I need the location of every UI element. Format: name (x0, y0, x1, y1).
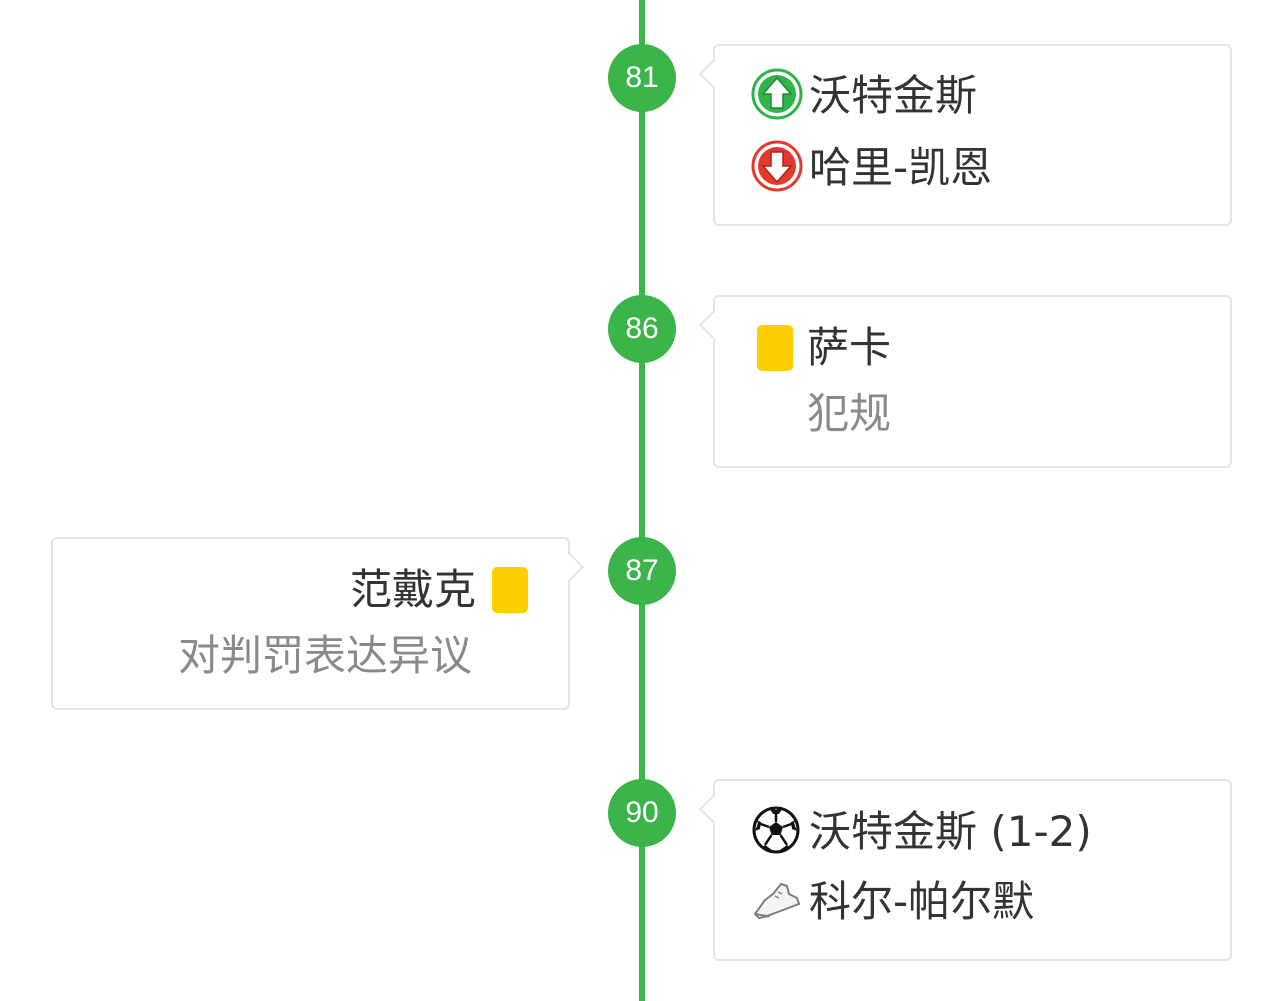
sub-out-row: 哈里-凯恩 (751, 140, 992, 196)
sub-in-player: 沃特金斯 (809, 71, 978, 120)
booked-player: 萨卡 (807, 323, 892, 372)
minute-badge-90: 90 (608, 779, 676, 847)
foul-reason: 对判罚表达异议 (177, 631, 472, 680)
sub-out-player: 哈里-凯恩 (809, 143, 993, 192)
foul-reason-row: 犯规 (807, 389, 891, 439)
soccer-ball-icon (751, 805, 801, 859)
sub-out-arrow-icon (751, 140, 803, 196)
timeline-line (639, 0, 645, 1001)
yellow-card-row: 范戴克 (350, 565, 528, 615)
minute-badge-81: 81 (608, 44, 676, 112)
minute-badge-87: 87 (608, 537, 676, 605)
goal-scorer: 沃特金斯 (1-2) (809, 807, 1092, 856)
minute-badge-86: 86 (608, 295, 676, 363)
booked-player: 范戴克 (349, 565, 476, 614)
sub-in-row: 沃特金斯 (751, 68, 977, 124)
yellow-card-icon (757, 325, 793, 371)
sub-in-arrow-icon (751, 68, 803, 124)
assist-row: 科尔-帕尔默 (751, 877, 1034, 927)
foul-reason: 犯规 (807, 389, 892, 438)
event-card-yellow-card-left[interactable]: 范戴克 对判罚表达异议 (51, 537, 570, 710)
event-card-substitution[interactable]: 沃特金斯 哈里-凯恩 (713, 44, 1232, 226)
yellow-card-row: 萨卡 (757, 323, 891, 373)
boot-assist-icon (751, 878, 803, 926)
event-card-yellow-card[interactable]: 萨卡 犯规 (713, 295, 1232, 468)
foul-reason-row: 对判罚表达异议 (178, 631, 472, 681)
assist-player: 科尔-帕尔默 (809, 877, 1035, 926)
event-card-goal[interactable]: 沃特金斯 (1-2) 科尔-帕尔默 (713, 779, 1232, 961)
goal-row: 沃特金斯 (1-2) (751, 805, 1092, 859)
yellow-card-icon (492, 567, 528, 613)
